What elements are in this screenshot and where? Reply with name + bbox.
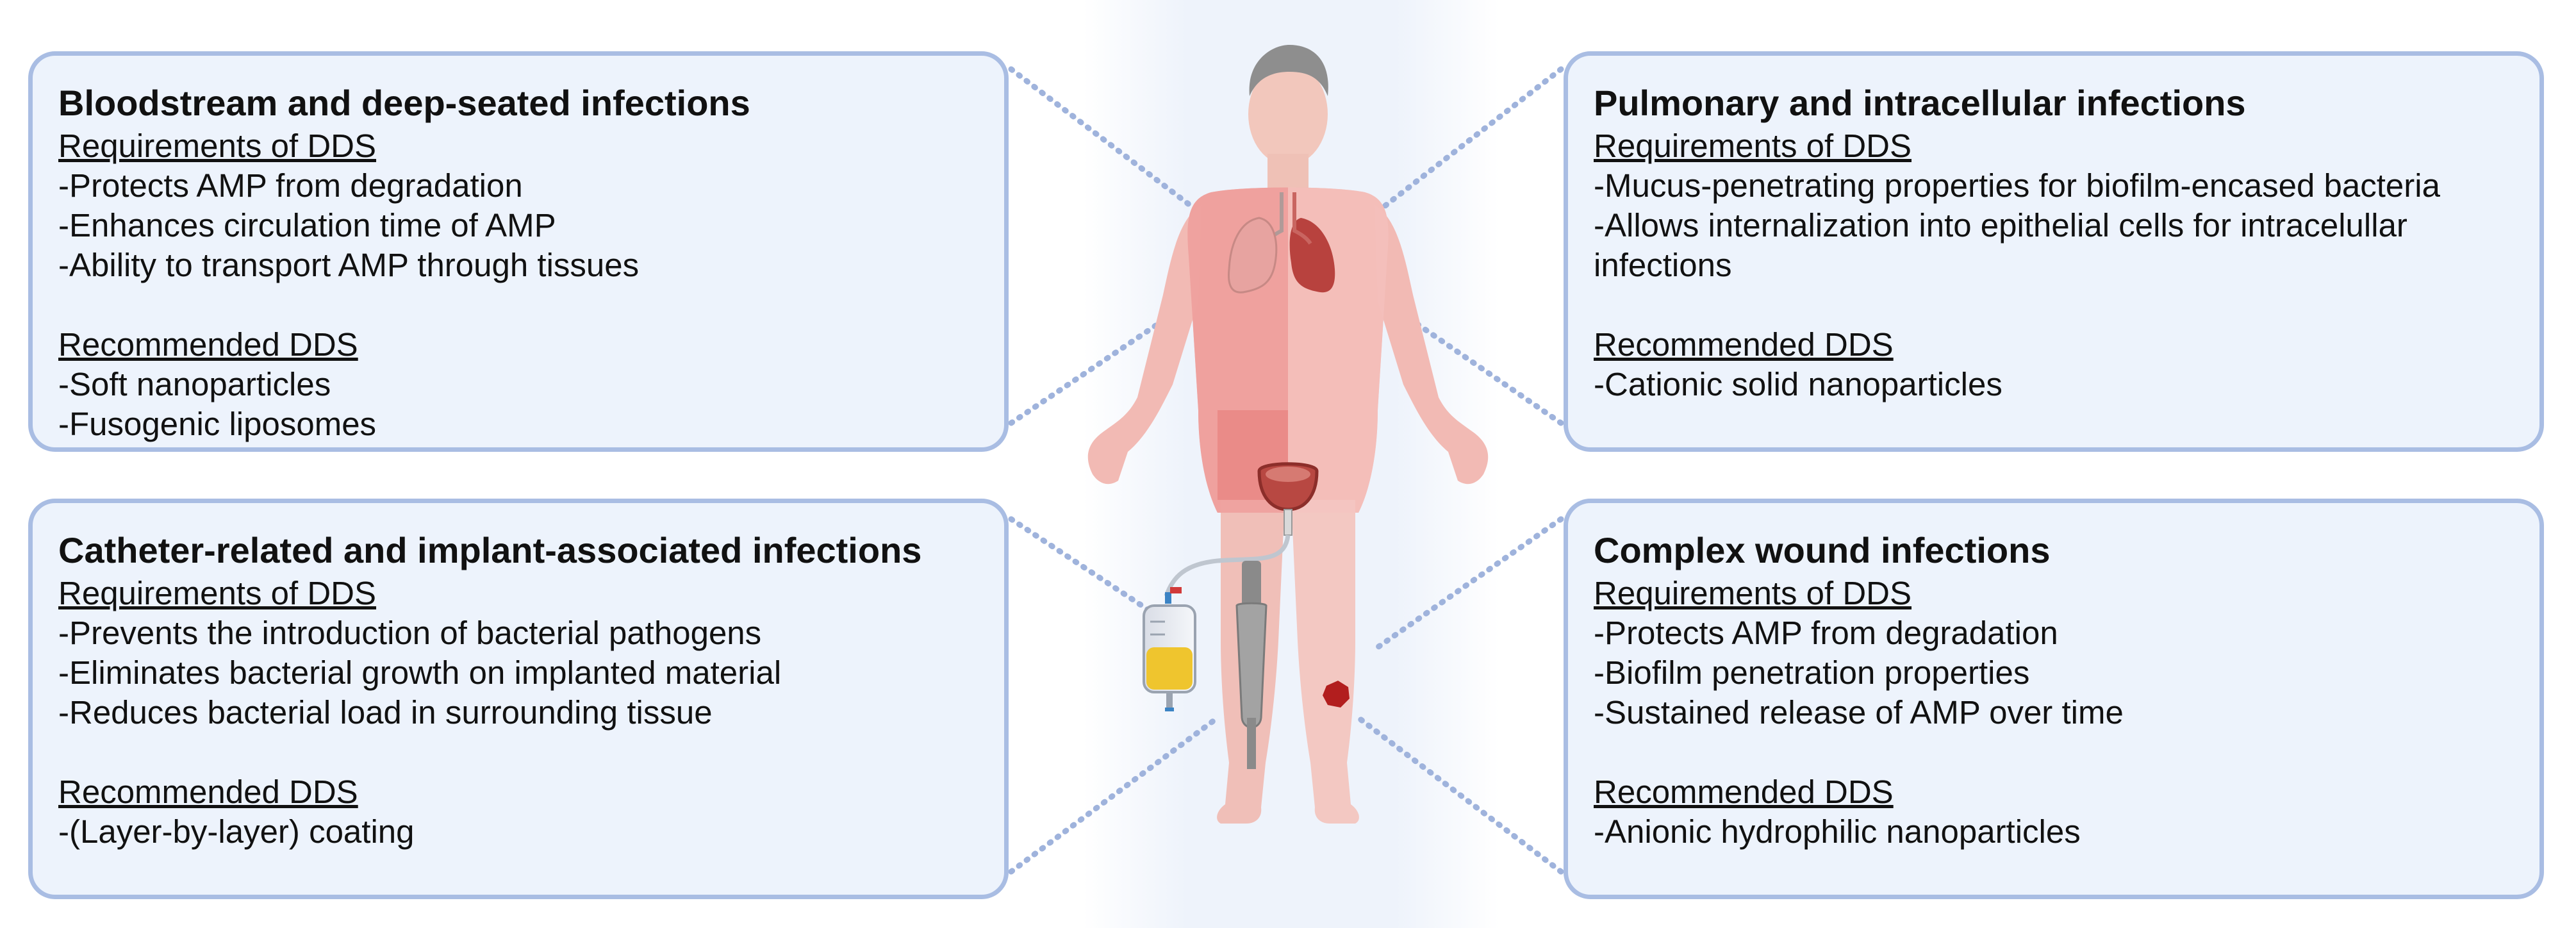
catheter-bag-icon bbox=[1143, 587, 1196, 711]
requirement-item: -Allows internalization into epithelial … bbox=[1594, 207, 2407, 244]
panel-pulmonary-infections: Pulmonary and intracellular infections R… bbox=[1564, 51, 2544, 452]
requirement-item: -Enhances circulation time of AMP bbox=[58, 207, 556, 244]
requirement-item: -Prevents the introduction of bacterial … bbox=[58, 615, 762, 651]
requirement-item: -Biofilm penetration properties bbox=[1594, 654, 2030, 691]
connector-tr-upper bbox=[1375, 66, 1564, 215]
panel-title: Complex wound infections bbox=[1594, 530, 2051, 570]
requirements-heading: Requirements of DDS bbox=[1594, 575, 1912, 611]
connector-bl-lower bbox=[1008, 715, 1221, 875]
recommended-item: -Cationic solid nanoparticles bbox=[1594, 366, 2002, 402]
recommended-heading: Recommended DDS bbox=[1594, 774, 1894, 810]
panel-complex-wound-infections: Complex wound infections Requirements of… bbox=[1564, 499, 2544, 899]
wound-icon bbox=[1323, 681, 1350, 708]
panel-title: Bloodstream and deep-seated infections bbox=[58, 83, 750, 123]
catheter-tube bbox=[1164, 534, 1291, 597]
connector-br-upper bbox=[1375, 516, 1564, 650]
lungs-icon bbox=[1227, 192, 1335, 294]
bladder-icon bbox=[1257, 462, 1319, 536]
recommended-item: -Soft nanoparticles bbox=[58, 366, 331, 402]
requirements-heading: Requirements of DDS bbox=[58, 575, 377, 611]
recommended-item: -(Layer-by-layer) coating bbox=[58, 813, 415, 850]
requirement-item: infections bbox=[1594, 247, 1732, 283]
connector-tr-lower bbox=[1381, 298, 1564, 426]
requirement-item: -Protects AMP from degradation bbox=[1594, 615, 2058, 651]
recommended-heading: Recommended DDS bbox=[1594, 326, 1894, 363]
recommended-item: -Fusogenic liposomes bbox=[58, 406, 377, 442]
requirement-item: -Mucus-penetrating properties for biofil… bbox=[1594, 167, 2440, 204]
requirement-item: -Protects AMP from degradation bbox=[58, 167, 523, 204]
requirement-item: -Sustained release of AMP over time bbox=[1594, 694, 2124, 731]
panel-title: Catheter-related and implant-associated … bbox=[58, 530, 922, 570]
recommended-heading: Recommended DDS bbox=[58, 326, 358, 363]
recommended-item: -Anionic hydrophilic nanoparticles bbox=[1594, 813, 2081, 850]
requirement-item: -Eliminates bacterial growth on implante… bbox=[58, 654, 782, 691]
requirements-heading: Requirements of DDS bbox=[58, 128, 377, 164]
requirements-heading: Requirements of DDS bbox=[1594, 128, 1912, 164]
panel-catheter-implant-infections: Catheter-related and implant-associated … bbox=[28, 499, 1009, 899]
recommended-heading: Recommended DDS bbox=[58, 774, 358, 810]
panel-bloodstream-infections: Bloodstream and deep-seated infections R… bbox=[28, 51, 1009, 452]
connector-tl-upper bbox=[1008, 66, 1201, 215]
requirement-item: -Reduces bacterial load in surrounding t… bbox=[58, 694, 713, 731]
panel-title: Pulmonary and intracellular infections bbox=[1594, 83, 2246, 123]
prosthetic-leg-icon bbox=[1235, 561, 1267, 769]
requirement-item: -Ability to transport AMP through tissue… bbox=[58, 247, 640, 283]
connector-br-lower bbox=[1355, 715, 1564, 875]
